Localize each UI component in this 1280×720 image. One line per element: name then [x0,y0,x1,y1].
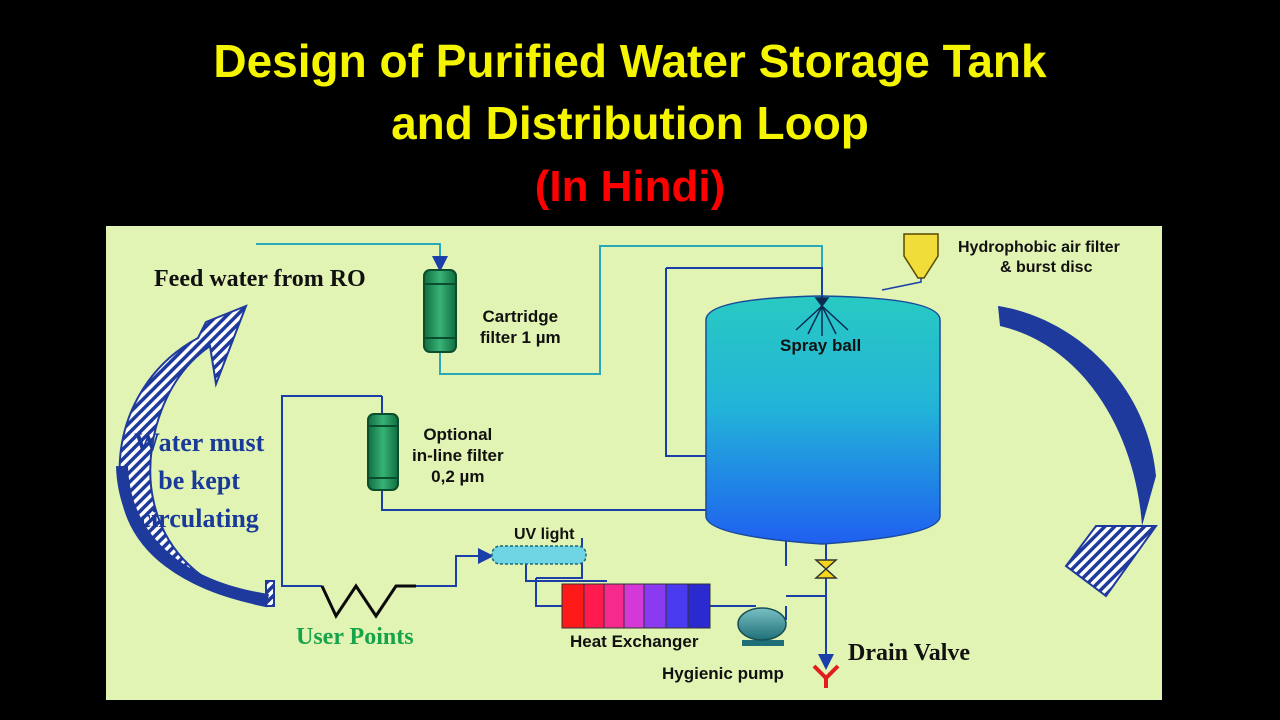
circulation-note-line: be kept [158,466,240,495]
cartridge-filter-label-line: filter 1 µm [480,328,561,347]
storage-tank-icon [705,295,941,545]
hygienic-pump-label: Hygienic pump [662,664,784,683]
user-points-label: User Points [296,624,414,650]
optional-filter-label: Optional in-line filter 0,2 µm [412,424,504,487]
optional-filter-icon [367,413,399,491]
spray-ball-icon [795,296,849,336]
uv-lamp-icon [491,545,587,565]
air-filter-hopper-icon [881,233,939,291]
loop-diagram [116,233,1158,688]
air-filter-label-line: & burst disc [1000,259,1093,276]
cartridge-filter-label: Cartridge filter 1 µm [480,306,561,348]
valve-icon [814,544,838,579]
pump-icon [737,606,787,646]
uv-light-label: UV light [514,526,575,543]
diagram-panel: Feed water from RO Cartridge filter 1 µm… [106,226,1162,700]
circulation-arrow-left-icon [116,304,275,608]
circulation-note-line: circulating [139,504,259,533]
heat-exchanger-label: Heat Exchanger [570,632,699,651]
spray-ball-label: Spray ball [780,336,862,355]
cartridge-filter-icon [423,269,457,353]
circulation-arrow-right-icon [998,306,1158,598]
feed-water-pipe [256,243,834,670]
drain-valve-label: Drain Valve [848,640,971,666]
optional-filter-label-line: 0,2 µm [431,467,485,486]
user-points-icon [320,583,416,620]
title-line-2: and Distribution Loop [391,97,869,149]
heat-exchanger-icon [561,583,711,629]
air-filter-label-line: Hydrophobic air filter [958,239,1120,256]
title-line-1: Design of Purified Water Storage Tank [213,35,1047,87]
circulation-note-line: Water must [134,428,265,457]
cartridge-filter-label-line: Cartridge [482,307,559,326]
feed-water-label: Feed water from RO [154,266,366,292]
title-subtitle: (In Hindi) [534,162,726,211]
air-filter-label: Hydrophobic air filter & burst disc [958,238,1120,278]
drain-icon [812,664,840,688]
optional-filter-label-line: in-line filter [412,446,504,465]
circulation-note: Water must be kept circulating [134,424,264,538]
optional-filter-label-line: Optional [423,425,493,444]
